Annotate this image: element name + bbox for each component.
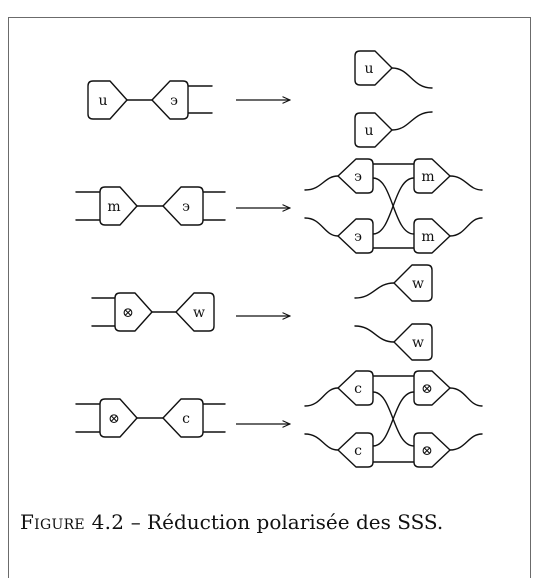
row2-lhs: m ϶: [75, 186, 226, 226]
row3-lhs: ⊗ w: [91, 292, 215, 332]
label-u-top: u: [364, 61, 373, 77]
caption-dash: –: [130, 510, 141, 534]
figure-caption: Figure 4.2 – Réduction polarisée des SSS…: [20, 510, 530, 534]
label-epsilon-bottom: ϶: [354, 229, 362, 245]
triangle-w-top: [393, 264, 433, 302]
label-w: w: [193, 305, 205, 321]
row4-lhs: ⊗ c: [75, 398, 226, 438]
triangle-tensor-top: [413, 370, 451, 406]
row3-rhs: w w: [354, 264, 433, 361]
label-tensor-top: ⊗: [421, 381, 433, 397]
label-tensor-bottom: ⊗: [421, 443, 433, 459]
triangle-epsilon-2: [162, 186, 204, 226]
label-c-top: c: [354, 381, 362, 397]
label-m: m: [107, 199, 120, 215]
triangle-epsilon-top: [337, 158, 374, 194]
figure-label: Figure 4.2: [20, 510, 125, 534]
triangle-w-bottom: [393, 323, 433, 361]
triangle-u: [87, 80, 128, 120]
row2-rhs: ϶ ϶ m m: [304, 158, 483, 254]
triangle-epsilon-bottom: [337, 218, 374, 254]
triangle-m: [99, 186, 138, 226]
label-tensor: ⊗: [122, 305, 134, 321]
label-epsilon-top: ϶: [354, 169, 362, 185]
figure-frame: [8, 17, 531, 578]
triangle-c: [162, 398, 204, 438]
label-m-top: m: [421, 169, 434, 185]
triangle-u-top: [354, 50, 393, 86]
triangle-epsilon: [151, 80, 189, 120]
caption-text: Réduction polarisée des SSS.: [147, 510, 444, 534]
row1-rhs: u u: [354, 50, 433, 148]
label-u: u: [98, 93, 107, 109]
row4-rhs: c c ⊗ ⊗: [304, 370, 483, 468]
triangle-tensor-2: [99, 398, 138, 438]
label-w-top: w: [412, 276, 424, 292]
label-c: c: [182, 411, 190, 427]
row1-lhs: u ϶: [87, 80, 213, 120]
label-tensor-2: ⊗: [108, 411, 120, 427]
triangle-m-top: [413, 158, 451, 194]
triangle-c-bottom: [337, 432, 374, 468]
triangle-c-top: [337, 370, 374, 406]
triangle-m-bottom: [413, 218, 451, 254]
label-w-bottom: w: [412, 335, 424, 351]
triangle-tensor: [114, 292, 153, 332]
triangle-w: [175, 292, 215, 332]
label-m-bottom: m: [421, 229, 434, 245]
label-epsilon: ϶: [170, 93, 178, 109]
triangle-tensor-bottom: [413, 432, 451, 468]
triangle-u-bottom: [354, 112, 393, 148]
label-u-bottom: u: [364, 123, 373, 139]
label-epsilon-2: ϶: [182, 199, 190, 215]
label-c-bottom: c: [354, 443, 362, 459]
